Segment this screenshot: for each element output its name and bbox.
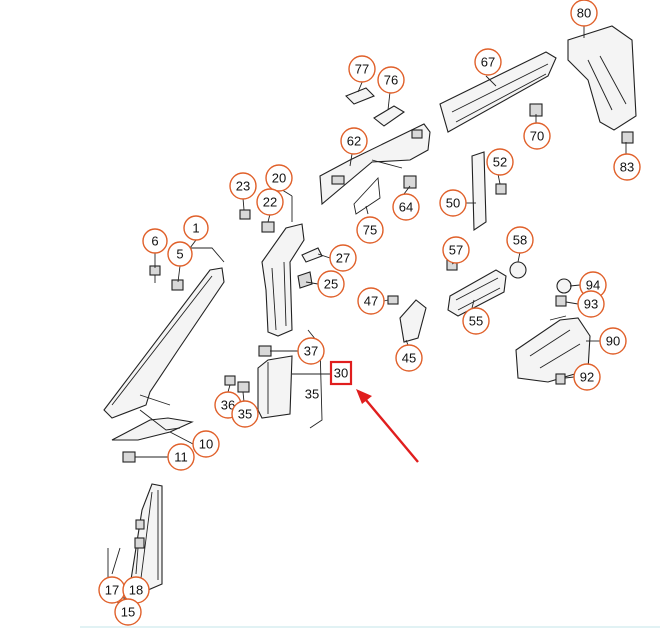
console-assembly xyxy=(515,317,591,383)
callout-93: 93 xyxy=(577,290,605,318)
svg-text:22: 22 xyxy=(263,195,277,210)
svg-text:62: 62 xyxy=(347,134,361,149)
callout-17: 17 xyxy=(98,576,126,604)
callout-11: 11 xyxy=(167,443,195,471)
red-arrow xyxy=(356,389,419,463)
svg-text:70: 70 xyxy=(530,129,544,144)
callout-25: 25 xyxy=(317,270,345,298)
svg-text:90: 90 xyxy=(606,334,620,349)
svg-text:58: 58 xyxy=(513,233,527,248)
svg-text:67: 67 xyxy=(481,55,495,70)
svg-text:1: 1 xyxy=(192,221,199,236)
svg-text:17: 17 xyxy=(105,583,119,598)
svg-text:83: 83 xyxy=(620,160,634,175)
svg-text:5: 5 xyxy=(176,247,183,262)
svg-text:47: 47 xyxy=(364,294,378,309)
svg-text:45: 45 xyxy=(402,351,416,366)
svg-text:50: 50 xyxy=(446,196,460,211)
label-35: 35 xyxy=(305,387,319,402)
clip-5 xyxy=(171,279,184,291)
center-trim-panel xyxy=(257,355,293,419)
svg-text:77: 77 xyxy=(355,62,369,77)
callout-64: 64 xyxy=(392,193,420,221)
callout-70: 70 xyxy=(523,122,551,150)
callout-50: 50 xyxy=(439,189,467,217)
svg-text:6: 6 xyxy=(151,234,158,249)
callout-75: 75 xyxy=(356,216,384,244)
upper-side-panel xyxy=(319,123,431,206)
svg-text:93: 93 xyxy=(584,297,598,312)
svg-text:15: 15 xyxy=(121,605,135,620)
svg-text:36: 36 xyxy=(221,398,235,413)
svg-text:37: 37 xyxy=(304,344,318,359)
callout-90: 90 xyxy=(599,327,627,355)
svg-text:76: 76 xyxy=(384,73,398,88)
svg-text:18: 18 xyxy=(129,583,143,598)
svg-text:52: 52 xyxy=(493,155,507,170)
svg-text:11: 11 xyxy=(174,450,188,465)
cover-45 xyxy=(399,299,427,343)
callout-5: 5 xyxy=(167,241,193,267)
callout-62: 62 xyxy=(340,127,368,155)
svg-text:64: 64 xyxy=(399,200,413,215)
callout-77: 77 xyxy=(348,55,376,83)
callout-80: 80 xyxy=(570,0,598,27)
clip-6 xyxy=(149,265,161,283)
callout-58: 58 xyxy=(506,226,534,254)
svg-text:80: 80 xyxy=(577,6,591,21)
callout-57: 57 xyxy=(442,236,470,264)
svg-text:27: 27 xyxy=(336,251,350,266)
callout-15: 15 xyxy=(114,598,142,626)
callout-27: 27 xyxy=(329,244,357,272)
svg-text:92: 92 xyxy=(580,370,594,385)
svg-text:30: 30 xyxy=(334,366,348,381)
callout-52: 52 xyxy=(486,148,514,176)
callout-47: 47 xyxy=(357,287,385,315)
svg-text:23: 23 xyxy=(236,179,250,194)
callout-35: 35 xyxy=(231,400,259,428)
svg-text:10: 10 xyxy=(199,437,213,452)
callout-23: 23 xyxy=(229,172,257,200)
callout-76: 76 xyxy=(377,66,405,94)
svg-text:20: 20 xyxy=(272,171,286,186)
callout-55: 55 xyxy=(462,307,490,335)
callout-83: 83 xyxy=(613,153,641,181)
svg-text:94: 94 xyxy=(586,278,600,293)
roof-side-rail xyxy=(439,51,557,133)
svg-text:55: 55 xyxy=(469,314,483,329)
svg-text:57: 57 xyxy=(449,243,463,258)
a-pillar-trim xyxy=(103,267,225,419)
callout-67: 67 xyxy=(474,48,502,76)
callout-20: 20 xyxy=(265,164,293,192)
callout-22: 22 xyxy=(256,188,284,216)
callout-37: 37 xyxy=(297,337,325,365)
callout-6: 6 xyxy=(142,228,168,254)
highlight-part-30: 30 xyxy=(292,360,353,386)
svg-text:25: 25 xyxy=(324,277,338,292)
sill-trim xyxy=(111,417,194,441)
callout-45: 45 xyxy=(395,344,423,372)
callout-92: 92 xyxy=(573,363,601,391)
svg-text:75: 75 xyxy=(363,223,377,238)
b-pillar-upper-trim xyxy=(261,223,305,337)
callout-1: 1 xyxy=(183,215,209,241)
svg-text:35: 35 xyxy=(238,407,252,422)
callout-10: 10 xyxy=(192,430,220,458)
pillar-cover-50 xyxy=(471,151,487,232)
rear-pillar-trim xyxy=(567,25,637,131)
